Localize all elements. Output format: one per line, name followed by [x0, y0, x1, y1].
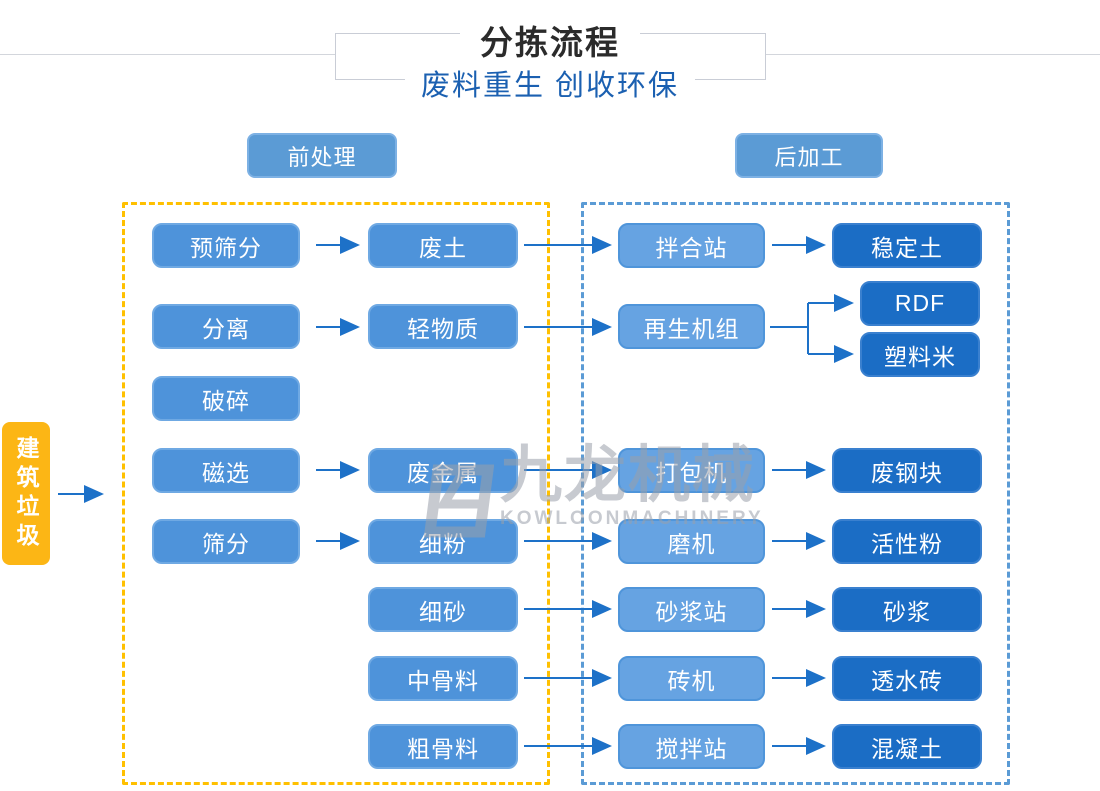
page-subtitle: 废料重生 创收环保 — [404, 62, 696, 104]
node-brick-machine: 砖机 — [618, 656, 765, 701]
node-active-powder: 活性粉 — [832, 519, 982, 564]
node-screening: 筛分 — [152, 519, 300, 564]
node-mixing-station: 拌合站 — [618, 223, 765, 268]
node-medium-aggregate: 中骨料 — [368, 656, 518, 701]
node-coarse-aggregate: 粗骨料 — [368, 724, 518, 769]
node-plastic-pellets: 塑料米 — [860, 332, 980, 377]
node-waste-metal: 废金属 — [368, 448, 518, 493]
node-concrete-mixing-station: 搅拌站 — [618, 724, 765, 769]
node-light-material: 轻物质 — [368, 304, 518, 349]
node-construction-waste: 建筑垃圾 — [2, 422, 50, 565]
node-rdf: RDF — [860, 281, 980, 326]
page-title: 分拣流程 — [460, 16, 640, 64]
node-fine-powder: 细粉 — [368, 519, 518, 564]
preprocessing-panel — [122, 202, 550, 785]
node-mill: 磨机 — [618, 519, 765, 564]
node-crushing: 破碎 — [152, 376, 300, 421]
node-waste-soil: 废土 — [368, 223, 518, 268]
node-baler: 打包机 — [618, 448, 765, 493]
section-label-postprocessing: 后加工 — [735, 133, 883, 178]
node-fine-sand: 细砂 — [368, 587, 518, 632]
node-permeable-brick: 透水砖 — [832, 656, 982, 701]
node-mortar-station: 砂浆站 — [618, 587, 765, 632]
node-stabilized-soil: 稳定土 — [832, 223, 982, 268]
node-regeneration-unit: 再生机组 — [618, 304, 765, 349]
node-concrete: 混凝土 — [832, 724, 982, 769]
section-label-preprocessing: 前处理 — [247, 133, 397, 178]
node-waste-steel: 废钢块 — [832, 448, 982, 493]
node-separation: 分离 — [152, 304, 300, 349]
node-pre-screening: 预筛分 — [152, 223, 300, 268]
postprocessing-panel — [581, 202, 1010, 785]
node-magnetic-separation: 磁选 — [152, 448, 300, 493]
node-mortar: 砂浆 — [832, 587, 982, 632]
